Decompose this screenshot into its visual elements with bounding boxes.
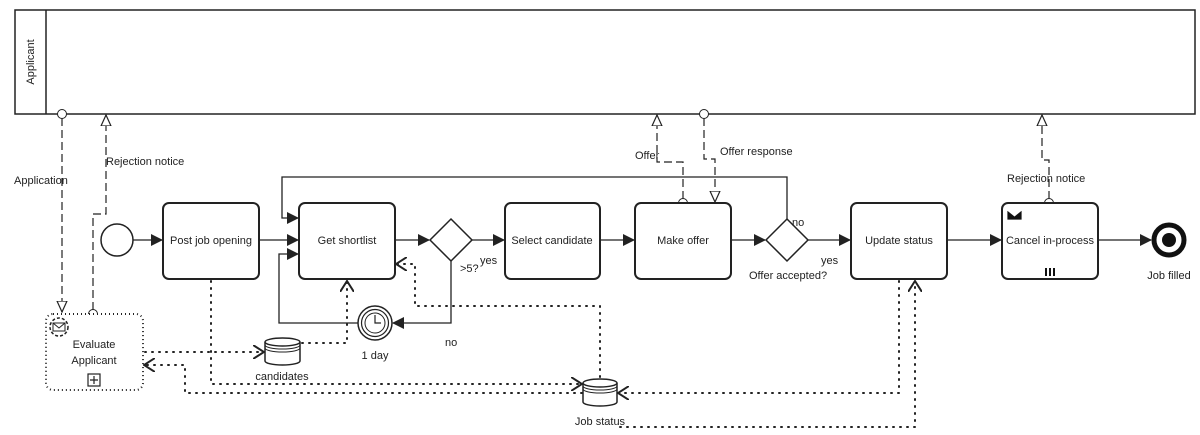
applicant-pool[interactable]: Applicant (14, 9, 1196, 115)
svg-text:Job status: Job status (575, 416, 626, 428)
envelope-icon (52, 322, 66, 332)
svg-text:Post job opening: Post job opening (170, 235, 252, 247)
svg-text:>5?: >5? (460, 263, 479, 275)
label-rejection-notice-1: Rejection notice (106, 156, 184, 168)
svg-text:Make offer: Make offer (657, 235, 709, 247)
svg-text:Offer accepted?: Offer accepted? (749, 270, 827, 282)
sequence-flows (133, 176, 1152, 329)
svg-text:no: no (792, 217, 804, 229)
data-store-candidates[interactable]: candidates (255, 337, 309, 383)
send-message-icon (1006, 209, 1023, 221)
data-associations (143, 264, 915, 428)
svg-text:Job filled: Job filled (1147, 270, 1190, 282)
data-store-job-status[interactable]: Job status (575, 378, 626, 428)
timer-event[interactable]: 1 day (357, 305, 393, 362)
svg-text:Update status: Update status (865, 235, 933, 247)
task-post-job-opening[interactable]: Post job opening (162, 202, 260, 280)
gateway-count[interactable]: >5? yes no (428, 217, 498, 349)
svg-text:yes: yes (480, 255, 498, 267)
gateway-offer-accepted[interactable]: Offer accepted? yes no (749, 217, 839, 282)
pool-label: Applicant (25, 39, 37, 84)
label-offer-response: Offer response (720, 146, 793, 158)
task-get-shortlist[interactable]: Get shortlist (298, 202, 396, 280)
task-update-status[interactable]: Update status (850, 202, 948, 280)
label-application: Application (14, 175, 68, 187)
expand-icon[interactable] (87, 373, 101, 387)
svg-text:Get shortlist: Get shortlist (318, 235, 377, 247)
task-select-candidate[interactable]: Select candidate (504, 202, 601, 280)
svg-text:Applicant: Applicant (71, 355, 116, 367)
label-offer: Offer (635, 150, 660, 162)
svg-text:1 day: 1 day (362, 350, 389, 362)
start-event[interactable] (100, 223, 134, 257)
label-rejection-notice-2: Rejection notice (1007, 173, 1085, 185)
svg-text:no: no (445, 337, 457, 349)
task-make-offer[interactable]: Make offer (634, 202, 732, 280)
task-cancel-in-process[interactable]: Cancel in-process (1001, 202, 1099, 280)
svg-text:Cancel in-process: Cancel in-process (1006, 235, 1095, 247)
svg-text:Evaluate: Evaluate (73, 339, 116, 351)
svg-text:Select candidate: Select candidate (511, 235, 592, 247)
svg-text:candidates: candidates (255, 371, 309, 383)
subprocess-evaluate-applicant[interactable]: Evaluate Applicant (45, 313, 144, 391)
svg-text:yes: yes (821, 255, 839, 267)
multi-instance-icon (1045, 268, 1055, 276)
end-event-job-filled[interactable]: Job filled (1147, 222, 1191, 282)
